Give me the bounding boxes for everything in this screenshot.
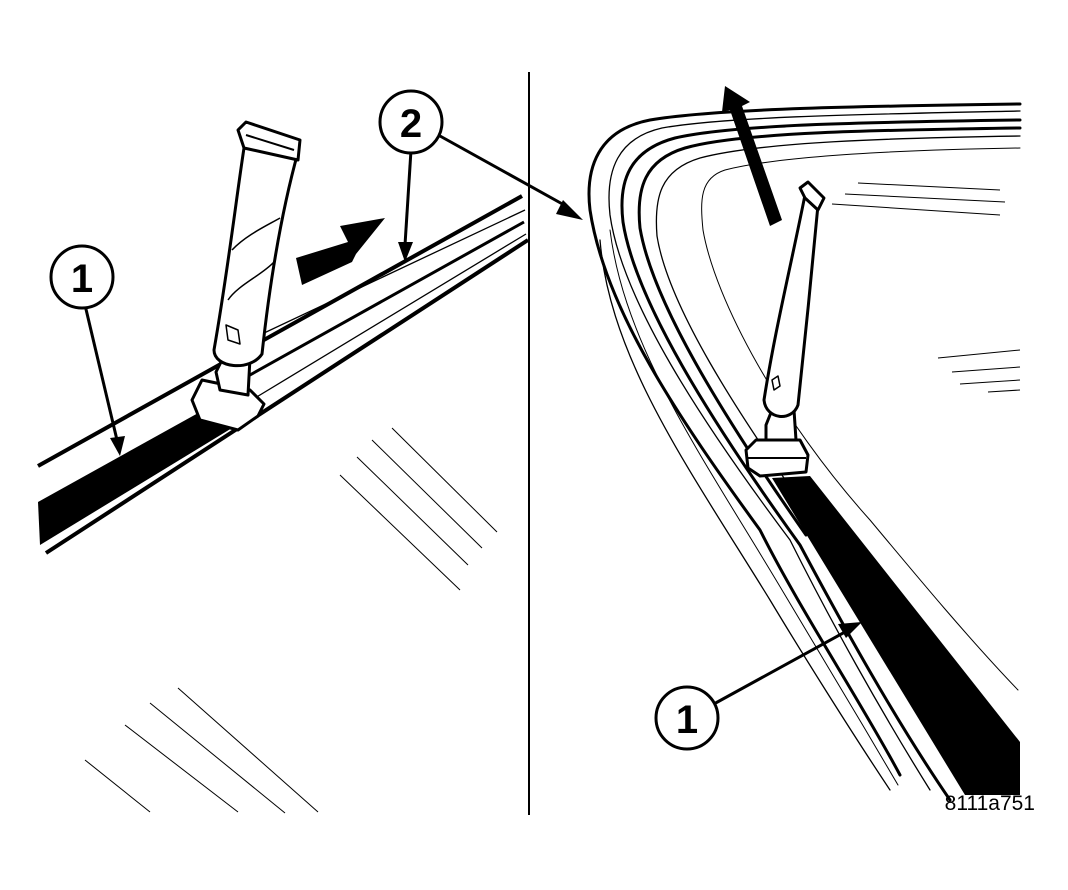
callout-left-1: 1 (49, 244, 115, 310)
urethane-bead-right (772, 476, 1020, 795)
glass-edge-left (37, 194, 530, 555)
right-panel: 1 (587, 86, 1022, 802)
glass-reflection-lines-right (831, 182, 1021, 393)
left-panel: 1 2 (37, 89, 530, 814)
svg-text:1: 1 (71, 257, 93, 301)
leader-arrows-left (83, 149, 413, 456)
pull-up-arrow-icon (722, 86, 782, 226)
figure-id-label: 8111a751 (945, 792, 1035, 815)
cutting-tool-left (190, 120, 302, 432)
glass-reflection-lines-left (84, 427, 498, 814)
direction-arrow-icon (296, 218, 385, 285)
callout-left-2: 2 (378, 89, 444, 155)
callout-right-1: 1 (654, 685, 720, 751)
svg-text:2: 2 (400, 102, 422, 146)
leader-arrow-cross (439, 134, 583, 220)
svg-text:1: 1 (676, 698, 698, 742)
urethane-bead-left (38, 412, 232, 545)
cutting-tool-right (744, 180, 826, 478)
leader-arrow-right (711, 622, 862, 707)
